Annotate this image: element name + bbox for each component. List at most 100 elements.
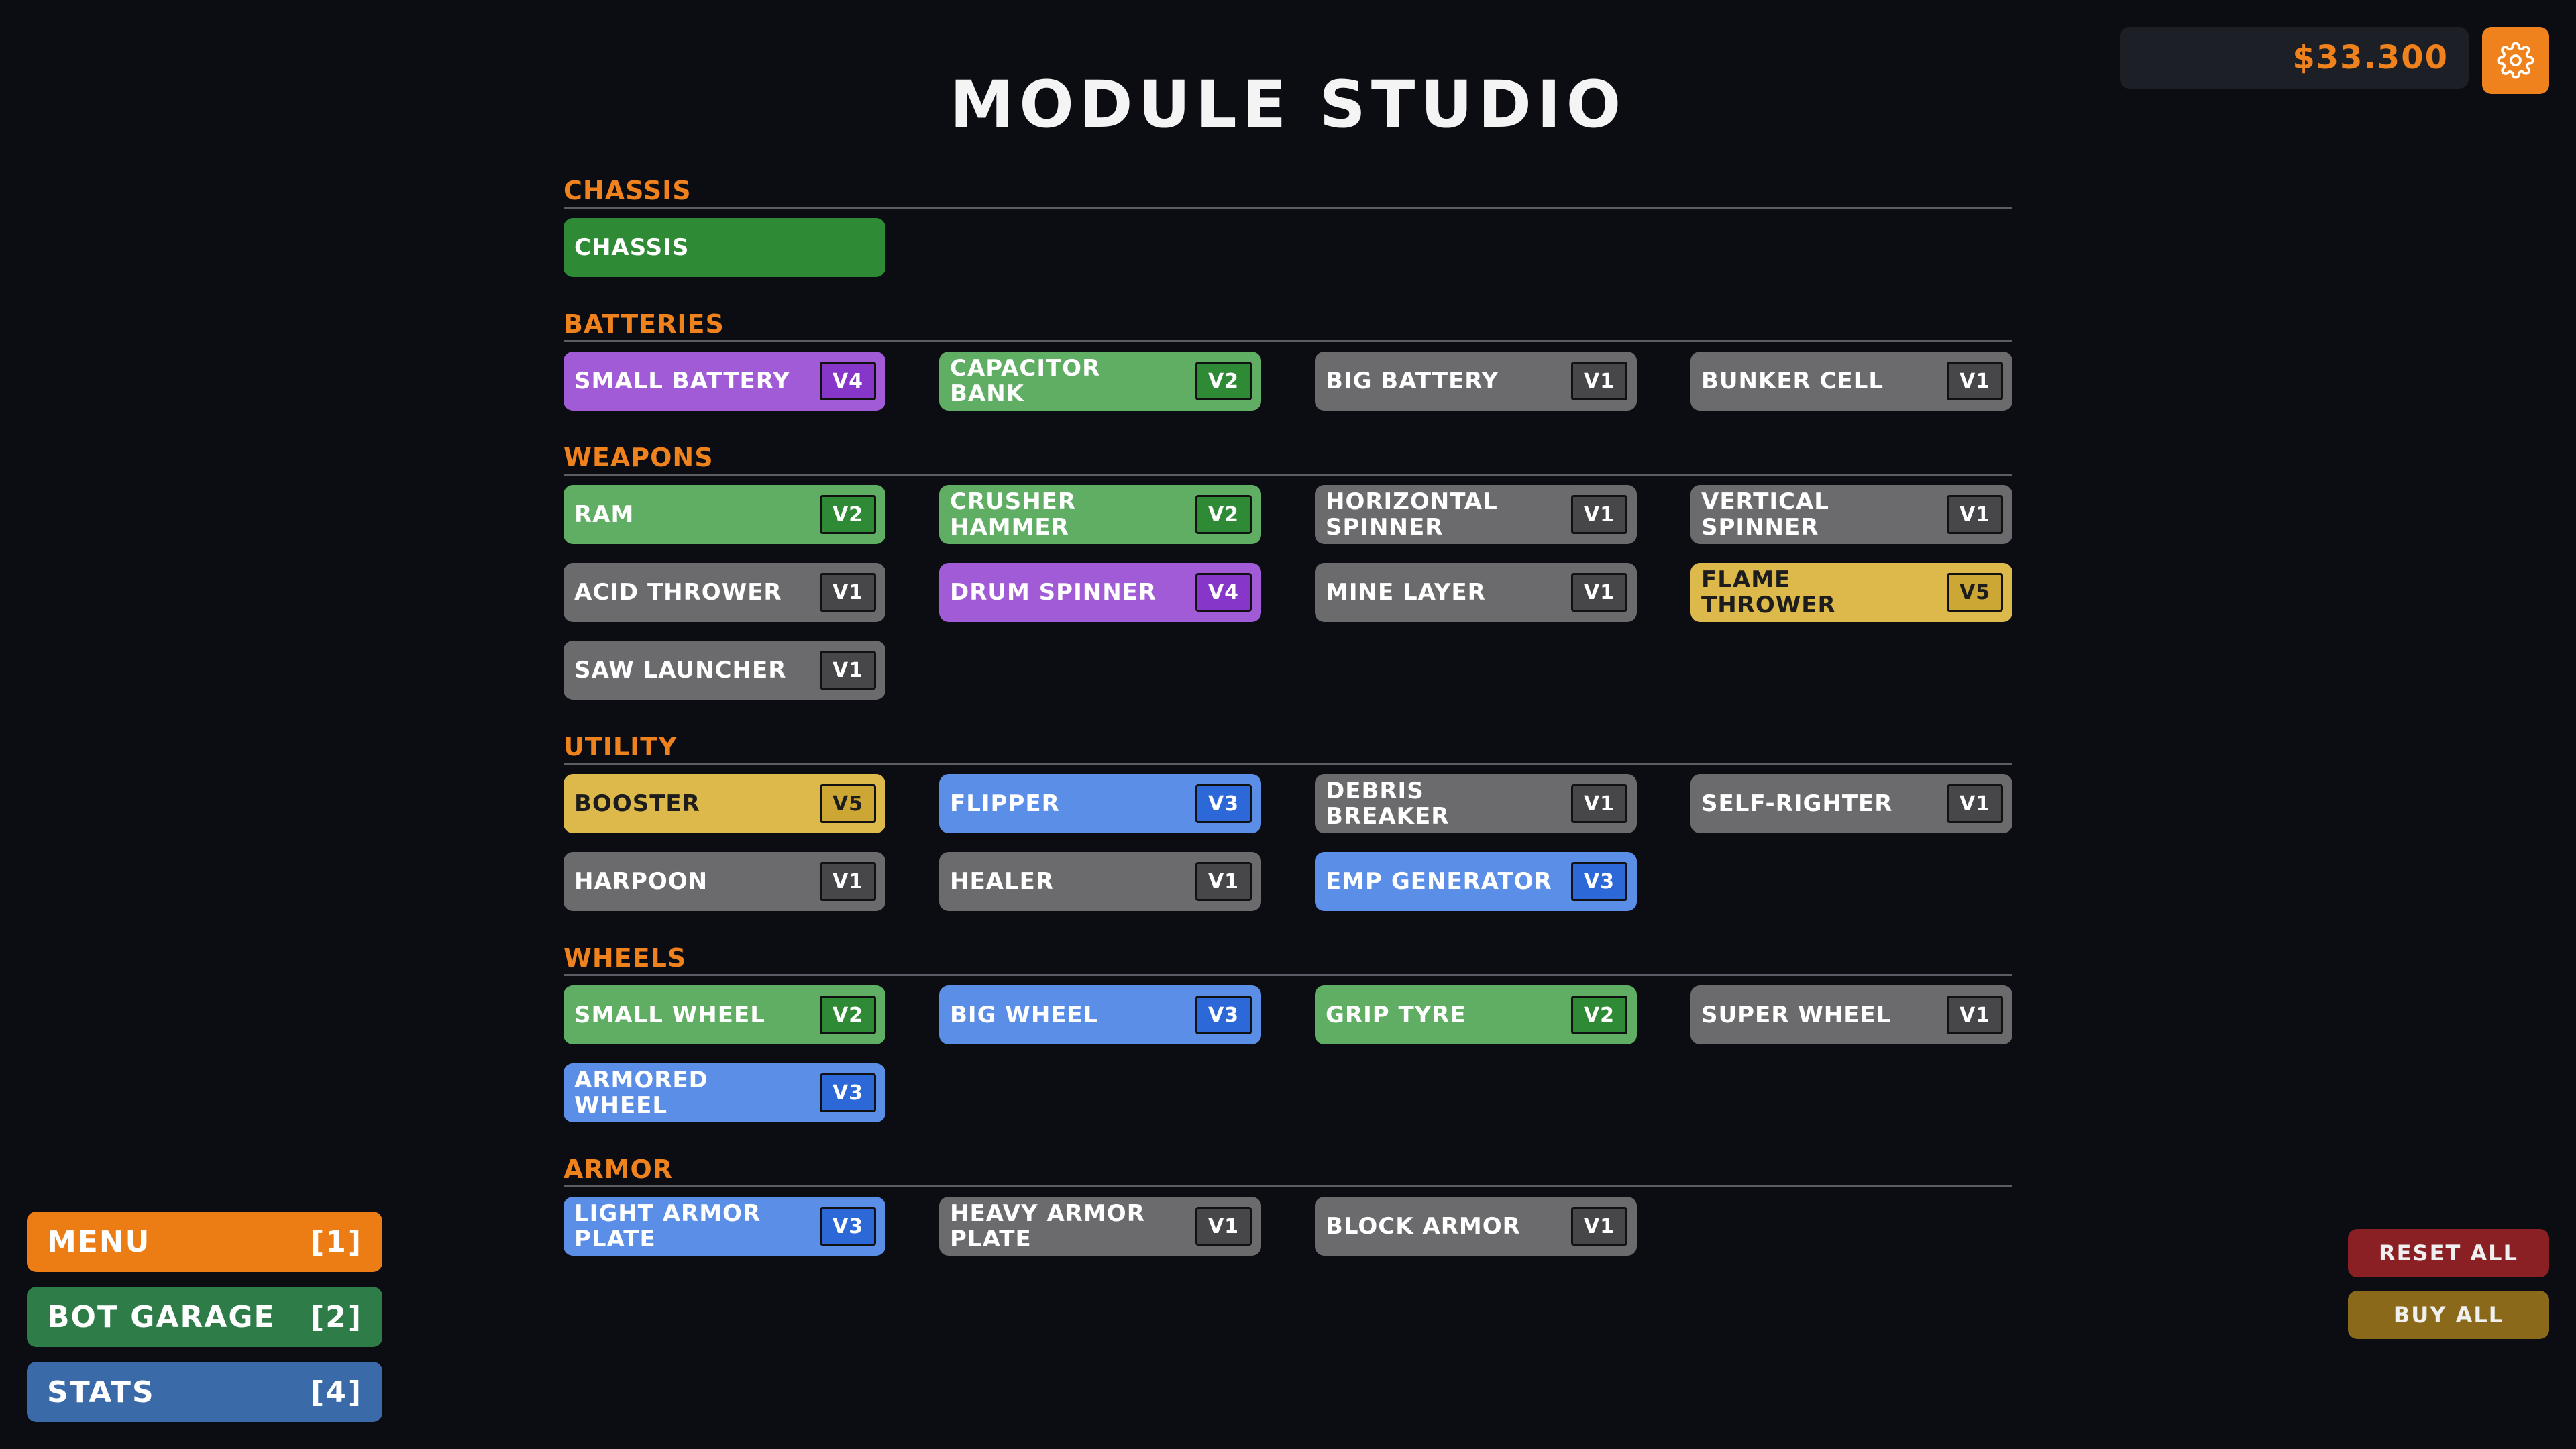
version-badge: V1 bbox=[820, 862, 876, 901]
module-card-big-battery[interactable]: BIG BATTERY V1 bbox=[1315, 352, 1637, 411]
category-title: BATTERIES bbox=[564, 308, 2012, 342]
version-badge: V2 bbox=[820, 996, 876, 1034]
module-name: CRUSHER HAMMER bbox=[950, 488, 1077, 541]
version-badge: V1 bbox=[1947, 362, 2003, 400]
version-badge: V1 bbox=[1571, 362, 1627, 400]
module-card-acid-thrower[interactable]: ACID THROWER V1 bbox=[564, 563, 885, 622]
module-card-small-wheel[interactable]: SMALL WHEEL V2 bbox=[564, 985, 885, 1044]
module-card-flame-thrower[interactable]: FLAME THROWER V5 bbox=[1690, 563, 2012, 622]
version-badge: V4 bbox=[1195, 573, 1252, 612]
module-name: SAW LAUNCHER bbox=[574, 657, 787, 684]
version-badge: V2 bbox=[1571, 996, 1627, 1034]
module-name: LIGHT ARMOR PLATE bbox=[574, 1200, 761, 1252]
module-card-booster[interactable]: BOOSTER V5 bbox=[564, 774, 885, 833]
module-name: BOOSTER bbox=[574, 790, 700, 817]
version-badge: V1 bbox=[1195, 862, 1252, 901]
module-name: HEAVY ARMOR PLATE bbox=[950, 1200, 1145, 1252]
stats-hotkey: [4] bbox=[311, 1375, 362, 1409]
version-badge: V1 bbox=[820, 573, 876, 612]
bot-garage-label: BOT GARAGE bbox=[47, 1299, 276, 1334]
version-badge: V1 bbox=[1571, 1207, 1627, 1246]
module-name: ACID THROWER bbox=[574, 579, 782, 606]
module-name: DEBRIS BREAKER bbox=[1326, 777, 1450, 830]
menu-button[interactable]: MENU [1] bbox=[27, 1212, 382, 1272]
module-card-saw-launcher[interactable]: SAW LAUNCHER V1 bbox=[564, 641, 885, 700]
buy-all-button[interactable]: BUY ALL bbox=[2348, 1291, 2549, 1339]
module-name: HARPOON bbox=[574, 868, 708, 895]
module-name: CAPACITOR BANK bbox=[950, 355, 1101, 407]
module-card-emp-generator[interactable]: EMP GENERATOR V3 bbox=[1315, 852, 1637, 911]
page-title: MODULE STUDIO bbox=[949, 67, 1627, 142]
category-title: UTILITY bbox=[564, 731, 2012, 765]
bot-garage-button[interactable]: BOT GARAGE [2] bbox=[27, 1287, 382, 1347]
version-badge: V1 bbox=[1195, 1207, 1252, 1246]
module-card-self-righter[interactable]: SELF-RIGHTER V1 bbox=[1690, 774, 2012, 833]
module-card-small-battery[interactable]: SMALL BATTERY V4 bbox=[564, 352, 885, 411]
module-name: ARMORED WHEEL bbox=[574, 1067, 708, 1119]
module-card-chassis[interactable]: CHASSIS bbox=[564, 218, 885, 277]
money-display: $33.300 bbox=[2120, 27, 2469, 89]
version-badge: V2 bbox=[820, 495, 876, 534]
version-badge: V3 bbox=[1571, 862, 1627, 901]
bot-garage-hotkey: [2] bbox=[311, 1299, 362, 1334]
module-name: HORIZONTAL SPINNER bbox=[1326, 488, 1498, 541]
version-badge: V1 bbox=[1571, 784, 1627, 823]
module-name: HEALER bbox=[950, 868, 1055, 895]
module-card-healer[interactable]: HEALER V1 bbox=[939, 852, 1261, 911]
module-card-harpoon[interactable]: HARPOON V1 bbox=[564, 852, 885, 911]
module-name: EMP GENERATOR bbox=[1326, 868, 1552, 895]
settings-button[interactable] bbox=[2482, 27, 2549, 94]
module-name: BIG BATTERY bbox=[1326, 368, 1499, 394]
module-name: FLAME THROWER bbox=[1701, 566, 1836, 619]
version-badge: V1 bbox=[820, 651, 876, 690]
module-name: SELF-RIGHTER bbox=[1701, 790, 1893, 817]
module-card-horizontal-spinner[interactable]: HORIZONTAL SPINNER V1 bbox=[1315, 485, 1637, 544]
menu-hotkey: [1] bbox=[311, 1224, 362, 1259]
version-badge: V3 bbox=[1195, 996, 1252, 1034]
menu-label: MENU bbox=[47, 1224, 151, 1259]
reset-all-button[interactable]: RESET ALL bbox=[2348, 1229, 2549, 1277]
version-badge: V1 bbox=[1571, 495, 1627, 534]
module-card-grip-tyre[interactable]: GRIP TYRE V2 bbox=[1315, 985, 1637, 1044]
module-name: RAM bbox=[574, 501, 635, 528]
gear-icon bbox=[2497, 42, 2534, 79]
module-name: GRIP TYRE bbox=[1326, 1002, 1466, 1028]
version-badge: V5 bbox=[1947, 573, 2003, 612]
version-badge: V1 bbox=[1947, 996, 2003, 1034]
module-name: SMALL WHEEL bbox=[574, 1002, 765, 1028]
version-badge: V3 bbox=[820, 1073, 876, 1112]
version-badge: V1 bbox=[1947, 784, 2003, 823]
module-card-heavy-armor-plate[interactable]: HEAVY ARMOR PLATE V1 bbox=[939, 1197, 1261, 1256]
version-badge: V5 bbox=[820, 784, 876, 823]
module-card-armored-wheel[interactable]: ARMORED WHEEL V3 bbox=[564, 1063, 885, 1122]
module-grid: CHASSIS bbox=[564, 209, 2012, 308]
module-name: MINE LAYER bbox=[1326, 579, 1486, 606]
module-card-ram[interactable]: RAM V2 bbox=[564, 485, 885, 544]
module-name: CHASSIS bbox=[574, 234, 690, 261]
version-badge: V4 bbox=[820, 362, 876, 400]
module-card-debris-breaker[interactable]: DEBRIS BREAKER V1 bbox=[1315, 774, 1637, 833]
module-card-drum-spinner[interactable]: DRUM SPINNER V4 bbox=[939, 563, 1261, 622]
module-name: BUNKER CELL bbox=[1701, 368, 1884, 394]
module-name: DRUM SPINNER bbox=[950, 579, 1157, 606]
module-card-bunker-cell[interactable]: BUNKER CELL V1 bbox=[1690, 352, 2012, 411]
stats-button[interactable]: STATS [4] bbox=[27, 1362, 382, 1422]
module-name: SMALL BATTERY bbox=[574, 368, 790, 394]
